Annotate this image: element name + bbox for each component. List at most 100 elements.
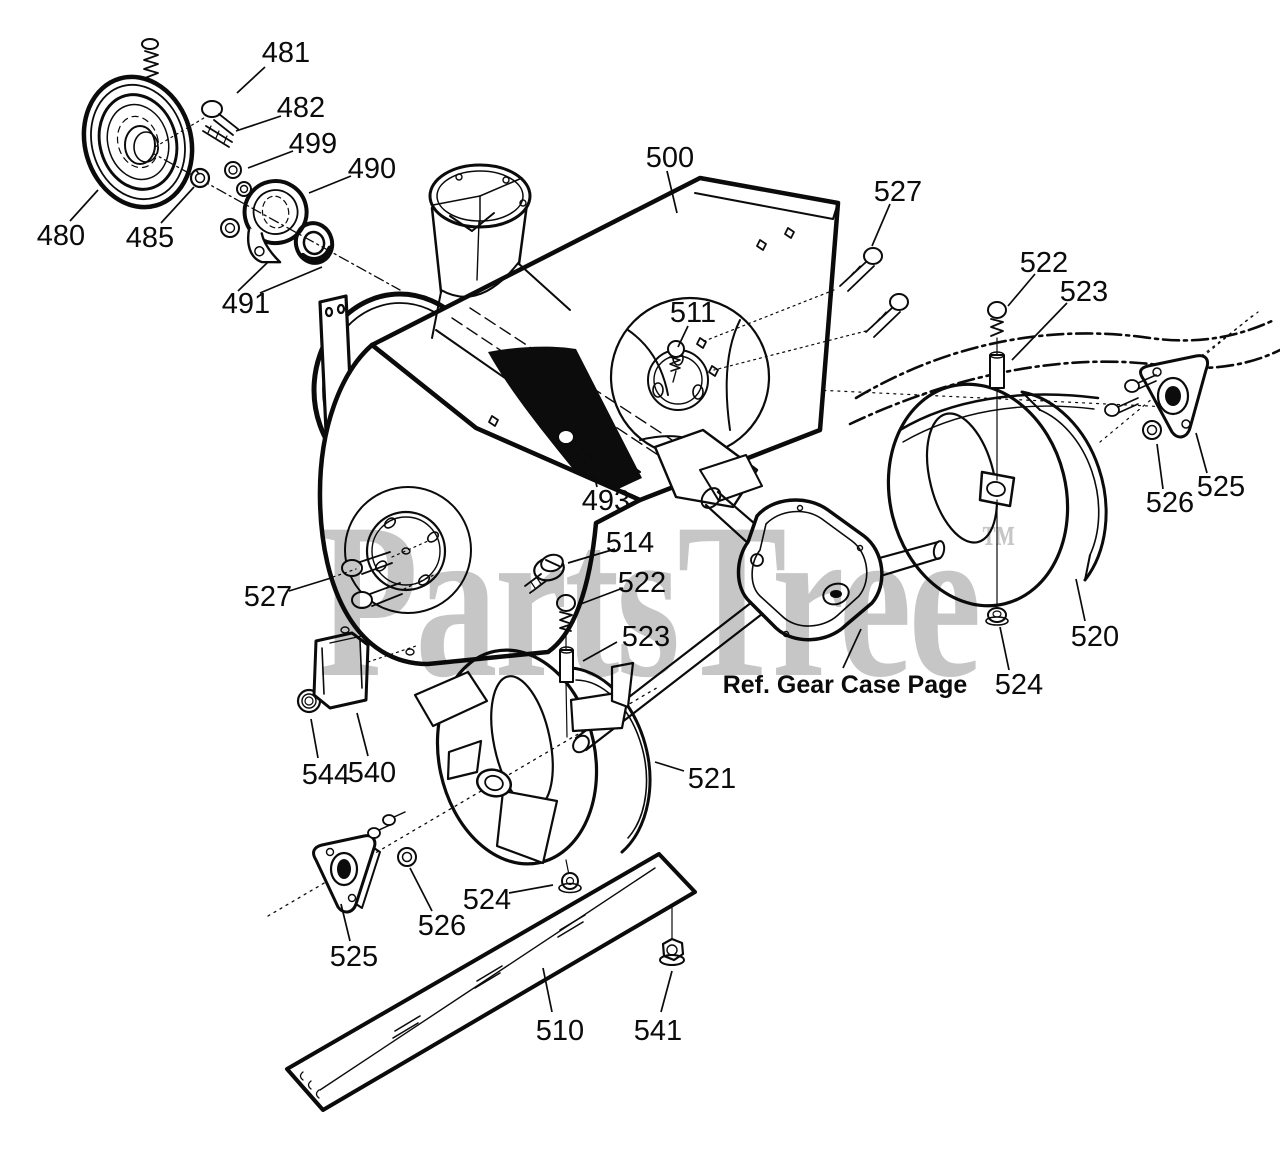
leader-480 — [69, 189, 99, 222]
callout-524-right: 524 — [995, 669, 1043, 701]
leader-482 — [235, 115, 282, 132]
bearing-flange-525-right — [1104, 354, 1210, 440]
leader-526-bottom — [409, 867, 433, 912]
leader-527-top — [871, 203, 891, 247]
leader-527-left — [288, 577, 332, 592]
leader-481 — [236, 66, 266, 94]
flange-bolts-525-bottom — [367, 811, 406, 839]
pulley-480 — [81, 74, 195, 210]
callout-523-right: 523 — [1060, 276, 1108, 308]
callout-522-right: 522 — [1020, 247, 1068, 279]
bearing-flange-525-bottom — [312, 811, 417, 914]
callout-541: 541 — [634, 1015, 682, 1047]
leader-523-right — [1011, 302, 1068, 361]
bolt-493 — [557, 429, 605, 475]
callout-524-bottom: 524 — [463, 884, 511, 916]
washer-485 — [189, 167, 211, 189]
chute-collar — [428, 163, 571, 339]
leader-522-mid — [577, 587, 624, 606]
leader-491 — [259, 266, 323, 294]
washer-526-right — [1142, 420, 1162, 440]
callout-482: 482 — [277, 92, 325, 124]
callout-522-mid: 522 — [618, 567, 666, 599]
callout-526-right: 526 — [1146, 487, 1194, 519]
washer-526-bottom — [397, 847, 417, 867]
leader-524-right — [999, 626, 1010, 671]
callout-491: 491 — [222, 288, 270, 320]
leader-541 — [660, 970, 673, 1013]
scraper-bar-510 — [285, 852, 697, 1112]
callout-490: 490 — [348, 153, 396, 185]
impeller-511-area — [609, 296, 771, 509]
carriage-bolts-527-left — [341, 540, 437, 609]
leader-525-right — [1195, 432, 1208, 474]
bearing-housing-490 — [242, 179, 309, 264]
bracket-540 — [312, 631, 417, 710]
leader-520 — [1075, 578, 1086, 622]
leader-544 — [310, 718, 319, 759]
leader-500 — [666, 170, 678, 214]
callout-521: 521 — [688, 763, 736, 795]
nut-524-bottom — [558, 872, 582, 894]
leader-485 — [160, 186, 195, 224]
leader-493 — [588, 451, 598, 488]
leader-499 — [247, 150, 294, 169]
leader-511 — [677, 325, 689, 348]
auger-bolt-522-right — [987, 301, 1007, 356]
leader-525-bottom — [340, 903, 351, 942]
screw-514 — [524, 553, 565, 594]
bolts-527-top — [701, 247, 909, 371]
leader-522-right — [1007, 273, 1036, 307]
leader-521 — [654, 761, 685, 772]
gear-case-note: Ref. Gear Case Page — [723, 671, 968, 699]
spacer-523-right — [989, 351, 1005, 389]
callout-523-mid: 523 — [622, 621, 670, 653]
callout-526-bottom: 526 — [418, 910, 466, 942]
callout-525-bottom: 525 — [330, 941, 378, 973]
flange-bolts-525-right — [1104, 374, 1157, 417]
callout-544: 544 — [302, 759, 350, 791]
callout-527-top: 527 — [874, 176, 922, 208]
callout-514: 514 — [606, 527, 654, 559]
callout-540: 540 — [348, 757, 396, 789]
callout-510: 510 — [536, 1015, 584, 1047]
bearing-491 — [293, 221, 335, 265]
bolt-481 — [141, 38, 159, 79]
bolt-522-mid — [556, 594, 576, 651]
auger-520 — [886, 301, 1108, 626]
housing-side-panel — [317, 342, 643, 667]
leader-gear-case-note — [842, 628, 862, 669]
pulley-assembly — [81, 38, 335, 265]
spacer-523-mid — [559, 646, 574, 738]
callout-485: 485 — [126, 222, 174, 254]
nut-541 — [659, 904, 685, 966]
leader-540 — [356, 712, 369, 757]
leader-491 — [237, 261, 269, 292]
callout-520: 520 — [1071, 621, 1119, 653]
callout-499: 499 — [289, 128, 337, 160]
leader-514 — [567, 548, 616, 564]
auger-521 — [413, 648, 652, 876]
callout-511: 511 — [670, 297, 716, 329]
nut-524-right — [985, 607, 1009, 626]
washers-499 — [224, 161, 252, 197]
leader-510 — [542, 967, 553, 1013]
callout-500: 500 — [646, 142, 694, 174]
control-cables — [848, 318, 1280, 426]
impeller-bolt-511 — [667, 340, 685, 383]
callout-527-left: 527 — [244, 581, 292, 613]
callout-481: 481 — [262, 37, 310, 69]
leader-523-mid — [582, 641, 618, 662]
leader-490 — [308, 175, 352, 194]
leader-524-bottom — [508, 884, 554, 894]
callout-493: 493 — [582, 485, 630, 517]
pin-482 — [202, 125, 233, 148]
callout-525-right: 525 — [1197, 471, 1245, 503]
gear-case — [572, 487, 946, 754]
leader-526-right — [1156, 443, 1164, 490]
housing-shadow-wedge — [488, 346, 642, 499]
washer-lower — [220, 218, 240, 238]
